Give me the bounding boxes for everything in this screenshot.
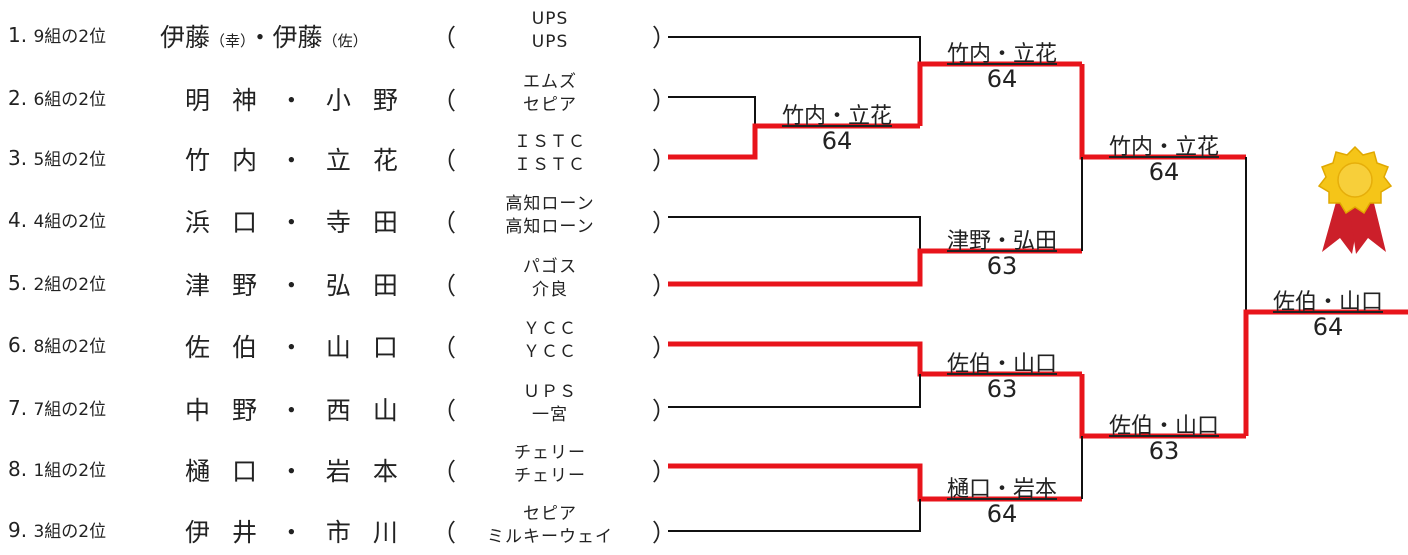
line-r2b-win xyxy=(1243,309,1408,436)
line-entry-8-win xyxy=(668,463,1082,502)
entry-row-9: 9. 3組の2位 伊 井 ・ 市 川 （ セピアミルキーウェイ ） xyxy=(8,504,676,547)
entry-row-8: 8. 1組の2位 樋 口 ・ 岩 本 （ チェリーチェリー ） xyxy=(8,443,676,486)
entry-pair: 津 野 ・ 弘 田 xyxy=(185,271,398,300)
line-entry-3-win xyxy=(668,123,920,160)
line-entry-7 xyxy=(668,374,921,408)
entry-pair: 明 神 ・ 小 野 xyxy=(185,86,398,115)
result-round2-a: 竹内・立花 64 xyxy=(1108,135,1219,186)
entry-seed: 2. 6組の2位 xyxy=(8,86,107,110)
line-entry-9 xyxy=(668,499,921,532)
award-medal-icon xyxy=(1317,145,1393,254)
entry-seed: 5. 2組の2位 xyxy=(8,271,107,295)
entry-clubs: エムズセピア xyxy=(523,72,577,115)
entry-seed: 3. 5組の2位 xyxy=(8,146,107,170)
line-entry-4 xyxy=(668,216,921,251)
entry-pair: 伊藤（幸）・伊藤（佐） xyxy=(160,23,368,52)
result-round1-c: 佐伯・山口 63 xyxy=(946,352,1057,403)
entry-clubs: セピアミルキーウェイ xyxy=(487,504,613,547)
entry-row-4: 4. 4組の2位 浜 口 ・ 寺 田 （ 高知ローン高知ローン ） xyxy=(8,194,676,237)
entry-row-2: 2. 6組の2位 明 神 ・ 小 野 （ エムズセピア ） xyxy=(8,72,676,115)
line-entry-6-win xyxy=(668,341,1082,377)
entry-clubs: 高知ローン高知ローン xyxy=(505,194,595,237)
entry-clubs: パゴス介良 xyxy=(522,257,578,300)
line-entry-2 xyxy=(668,96,756,126)
result-round0: 竹内・立花 64 xyxy=(781,104,892,155)
entry-pair: 伊 井 ・ 市 川 xyxy=(185,518,398,547)
entry-pair: 中 野 ・ 西 山 xyxy=(185,396,398,425)
entry-seed: 9. 3組の2位 xyxy=(8,518,107,542)
result-round1-d: 樋口・岩本 64 xyxy=(946,477,1057,528)
entry-seed: 1. 9組の2位 xyxy=(8,23,107,47)
entry-pair: 佐 伯 ・ 山 口 xyxy=(185,333,398,362)
line-entry-5-win xyxy=(668,248,1082,287)
result-round1-a: 竹内・立花 64 xyxy=(946,42,1057,93)
result-final: 佐伯・山口 64 xyxy=(1272,290,1383,341)
line-r0-win xyxy=(917,61,1082,126)
entry-clubs: チェリーチェリー xyxy=(514,443,586,486)
entry-pair: 竹 内 ・ 立 花 xyxy=(185,146,398,175)
result-round1-b: 津野・弘田 63 xyxy=(946,229,1057,280)
entry-row-5: 5. 2組の2位 津 野 ・ 弘 田 （ パゴス介良 ） xyxy=(8,257,676,300)
entry-seed: 4. 4組の2位 xyxy=(8,208,107,232)
entry-seed: 8. 1組の2位 xyxy=(8,457,107,481)
entry-pair: 樋 口 ・ 岩 本 xyxy=(185,457,398,486)
line-entry-1 xyxy=(668,36,921,64)
result-round2-b: 佐伯・山口 63 xyxy=(1108,414,1219,465)
entry-seed: 6. 8組の2位 xyxy=(8,333,107,357)
entry-pair: 浜 口 ・ 寺 田 xyxy=(185,208,398,237)
entry-seed: 7. 7組の2位 xyxy=(8,396,107,420)
